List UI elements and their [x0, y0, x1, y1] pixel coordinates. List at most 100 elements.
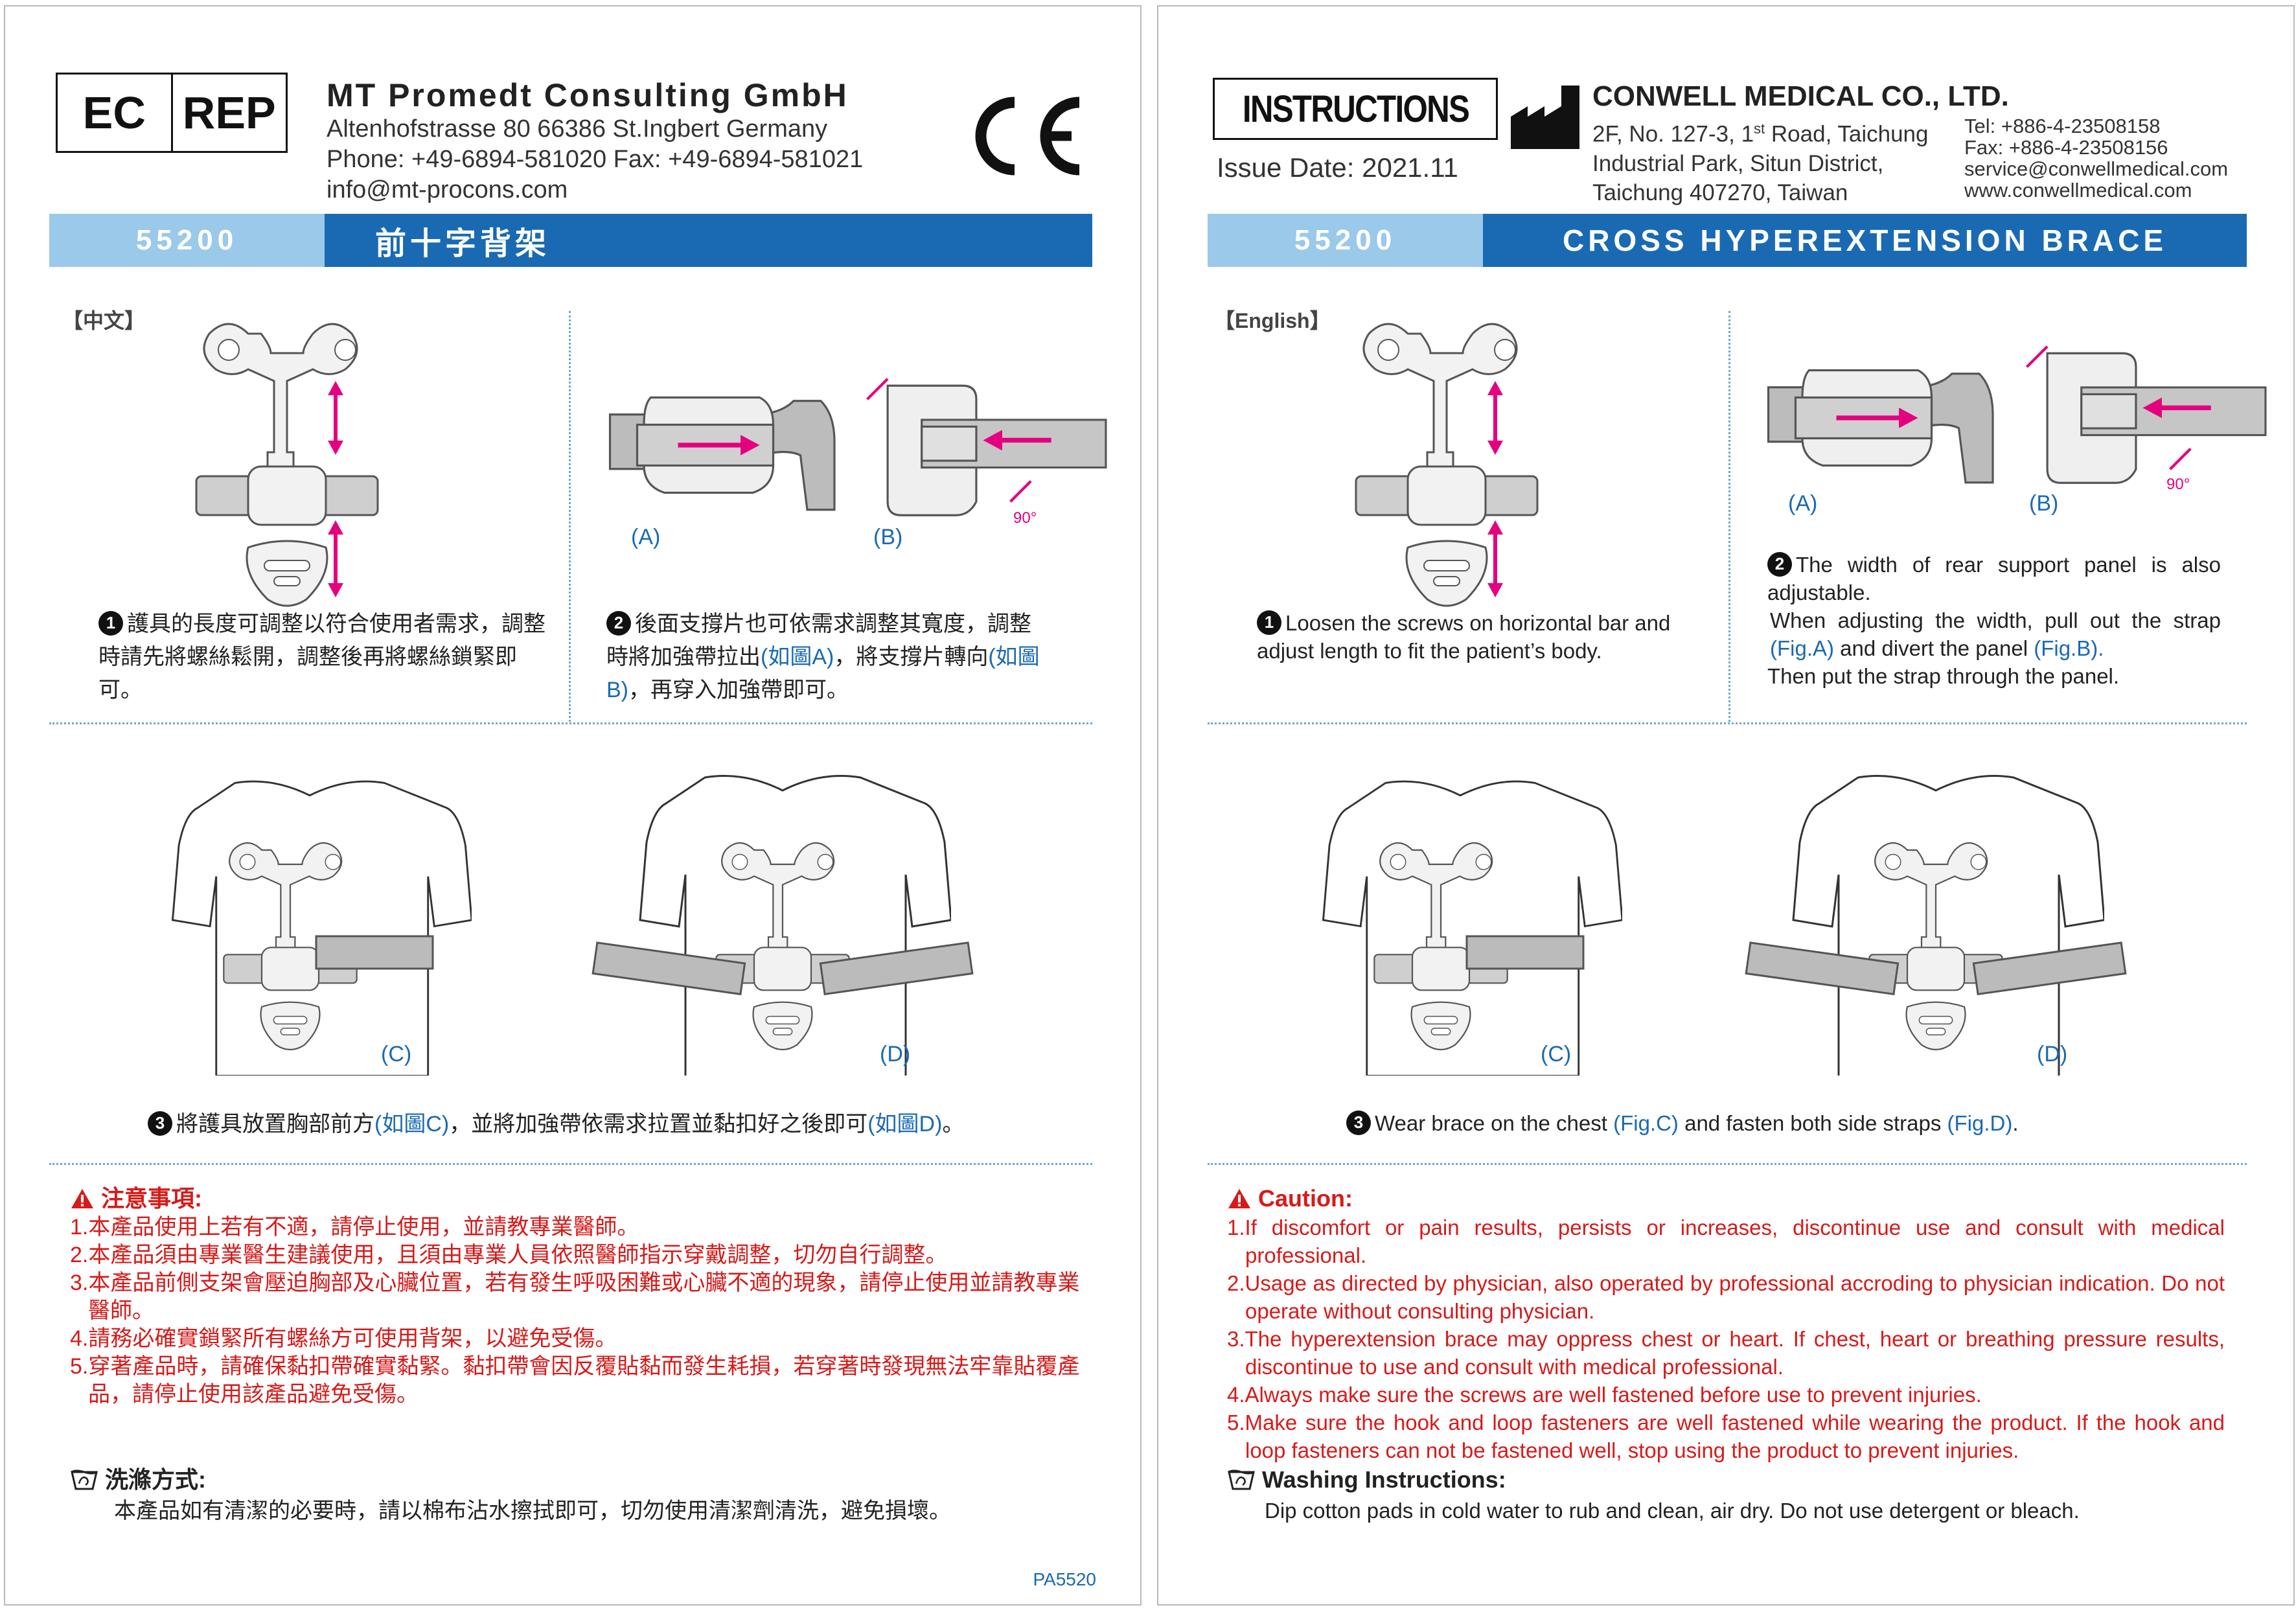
- step-3-fig-c-ref: (Fig.C): [1613, 1111, 1679, 1135]
- issue-date: Issue Date: 2021.11: [1217, 152, 1458, 183]
- product-title: CROSS HYPEREXTENSION BRACE: [1483, 214, 2247, 267]
- address-part: Road, Taichung: [1765, 121, 1929, 147]
- manufacturer-address-line3: Taichung 407270, Taiwan: [1592, 179, 1848, 205]
- divider-horizontal: [1208, 1163, 2247, 1165]
- step-3-part2: ，並將加強帶依需求拉置並黏扣好之後即可: [449, 1112, 868, 1136]
- rep-label: REP: [170, 75, 286, 151]
- step-2-fig-a-ref: (Fig.A): [1770, 636, 1834, 660]
- washing-title: Washing Instructions:: [1227, 1464, 2080, 1495]
- hand-wash-icon: [71, 1469, 98, 1490]
- step-2-number: 2: [606, 610, 631, 636]
- step-3-fig-d-ref: (如圖D): [867, 1112, 943, 1136]
- divider-horizontal: [49, 1163, 1092, 1165]
- step-3-fig-c-ref: (如圖C): [374, 1112, 450, 1136]
- step-3-fig-d-ref: (Fig.D): [1947, 1111, 2013, 1135]
- email: service@conwellmedical.com: [1964, 157, 2229, 180]
- product-code: 55200: [49, 214, 325, 267]
- divider-horizontal: [1208, 722, 2247, 724]
- washing-title: 洗滌方式:: [70, 1464, 951, 1495]
- caution-title: 注意事項:: [70, 1184, 1081, 1212]
- caution-item: 5.Make sure the hook and loop fasteners …: [1227, 1410, 2225, 1462]
- step-1-body: 護具的長度可調整以符合使用者需求，調整時請先將螺絲鬆開，調整後再將螺絲鎖緊即可。: [98, 612, 545, 702]
- caution-title-text: 注意事項:: [101, 1185, 203, 1212]
- tel: Tel: +886-4-23508158: [1964, 115, 2161, 137]
- chinese-instruction-page: EC REP MT Promedt Consulting GmbH Altenh…: [4, 5, 1142, 1606]
- figure-length-adjust: [195, 323, 379, 607]
- step-3-part1: 將護具放置胸部前方: [176, 1112, 374, 1136]
- manufacturer-block: CONWELL MEDICAL CO., LTD. 2F, No. 127-3,…: [1592, 79, 2009, 207]
- figure-d-fastening: [591, 775, 974, 1076]
- caution-item: 4.請務必確實鎖緊所有螺絲方可使用背架，以避免受傷。: [70, 1326, 617, 1351]
- caution-title-text: Caution:: [1258, 1185, 1353, 1212]
- figure-a-label: (A): [631, 525, 661, 549]
- step-3-part3: .: [2012, 1111, 2019, 1135]
- manufacturer-address-line2: Industrial Park, Situn District,: [1592, 150, 1884, 176]
- title-bar: 55200 前十字背架: [49, 214, 1092, 267]
- step-2-number: 2: [1767, 551, 1792, 577]
- english-instruction-page: INSTRUCTIONS Issue Date: 2021.11 CONWELL…: [1157, 5, 2295, 1606]
- step-2-fig-b-ref: (如圖B): [606, 645, 1040, 702]
- website: www.conwellmedical.com: [1964, 179, 2192, 202]
- step-3-number: 3: [1346, 1110, 1371, 1135]
- ec-rep-symbol: EC REP: [56, 73, 288, 153]
- divider-horizontal: [49, 722, 1092, 724]
- figure-length-adjust: [1355, 323, 1539, 607]
- step-2-part2: When adjusting the width, pull out the s…: [1770, 608, 2221, 632]
- fax: Fax: +886-4-23508156: [1964, 136, 2168, 159]
- warning-icon: [1228, 1189, 1250, 1208]
- figure-c-label: (C): [1541, 1042, 1572, 1066]
- eu-rep-address: Altenhofstrasse 80 66386 St.Ingbert Germ…: [327, 115, 828, 143]
- step-1-body: Loosen the screws on horizontal bar and …: [1257, 611, 1671, 663]
- address-part: 2F, No. 127-3, 1: [1592, 121, 1754, 147]
- step-2-part4: Then put the strap through the panel.: [1767, 664, 2120, 688]
- washing-title-text: Washing Instructions:: [1262, 1466, 1506, 1493]
- figure-d-label: (D): [2037, 1042, 2068, 1066]
- step-3-part1: Wear brace on the chest: [1375, 1111, 1614, 1135]
- step-2-part1: 後面支撐片也可依需求調整其寬度，調整時將加強帶拉出: [606, 612, 1031, 669]
- caution-title: Caution:: [1227, 1184, 2225, 1212]
- product-title: 前十字背架: [325, 214, 1092, 267]
- step-3-number: 3: [148, 1111, 172, 1136]
- caution-item: 5.穿著產品時，請確保黏扣帶確實黏緊。黏扣帶會因反覆貼黏而發生耗損，若穿著時發現…: [70, 1354, 1080, 1407]
- figure-d-label: (D): [880, 1042, 911, 1066]
- figure-b-panel-turn: [860, 369, 1119, 525]
- caution-item: 3.本產品前側支架會壓迫胸部及心臟位置，若有發生呼吸困難或心臟不適的現象，請停止…: [70, 1271, 1080, 1323]
- warning-icon: [71, 1189, 93, 1208]
- step-1-number: 1: [1257, 610, 1281, 635]
- caution-item: 3.The hyperextension brace may oppress c…: [1227, 1327, 2225, 1379]
- figure-b-panel-turn: [2020, 337, 2279, 492]
- figure-b-label: (B): [873, 525, 903, 549]
- manufacturer-address-line1: 2F, No. 127-3, 1st Road, Taichung: [1592, 114, 2009, 149]
- caution-section: 注意事項: 1.本產品使用上若有不適，請停止使用，並請教專業醫師。 2.本產品須…: [70, 1184, 1081, 1409]
- section-label: 【中文】: [62, 309, 146, 332]
- title-bar: 55200 CROSS HYPEREXTENSION BRACE: [1208, 214, 2247, 267]
- step-2-part3: and divert the panel: [1834, 636, 2034, 660]
- eu-representative: MT Promedt Consulting GmbH Altenhofstras…: [327, 76, 863, 205]
- figure-b-label: (B): [2029, 491, 2059, 516]
- caution-item: 1.本產品使用上若有不適，請停止使用，並請教專業醫師。: [70, 1215, 639, 1239]
- ec-label: EC: [82, 87, 146, 138]
- step-3-part2: and fasten both side straps: [1678, 1111, 1947, 1135]
- manufacturer-name: CONWELL MEDICAL CO., LTD.: [1592, 80, 2009, 112]
- eu-rep-name: MT Promedt Consulting GmbH: [327, 77, 849, 113]
- caution-item: 2.Usage as directed by physician, also o…: [1227, 1271, 2225, 1323]
- divider-vertical: [569, 311, 571, 722]
- hand-wash-icon: [1228, 1469, 1255, 1490]
- eu-rep-phone: Phone: +49-6894-581020 Fax: +49-6894-581…: [327, 146, 864, 173]
- figure-a-strap-pull: [596, 377, 855, 513]
- instructions-label: INSTRUCTIONS: [1242, 87, 1469, 130]
- washing-text: 本產品如有清潔的必要時，請以棉布沾水擦拭即可，切勿使用清潔劑清洗，避免損壞。: [114, 1499, 951, 1523]
- washing-text: Dip cotton pads in cold water to rub and…: [1265, 1499, 2080, 1523]
- ce-mark-icon: [975, 97, 1080, 176]
- caution-item: 1.If discomfort or pain results, persist…: [1227, 1215, 2225, 1267]
- caution-item: 4.Always make sure the screws are well f…: [1227, 1383, 1982, 1407]
- step-2-part1: The width of rear support panel is also …: [1767, 553, 2221, 604]
- document-code: PA5520: [1033, 1569, 1096, 1589]
- step-2-part3: ，再穿入加強帶即可。: [628, 678, 849, 702]
- caution-item: 2.本產品須由專業醫生建議使用，且須由專業人員依照醫師指示穿戴調整，切勿自行調整…: [70, 1243, 948, 1267]
